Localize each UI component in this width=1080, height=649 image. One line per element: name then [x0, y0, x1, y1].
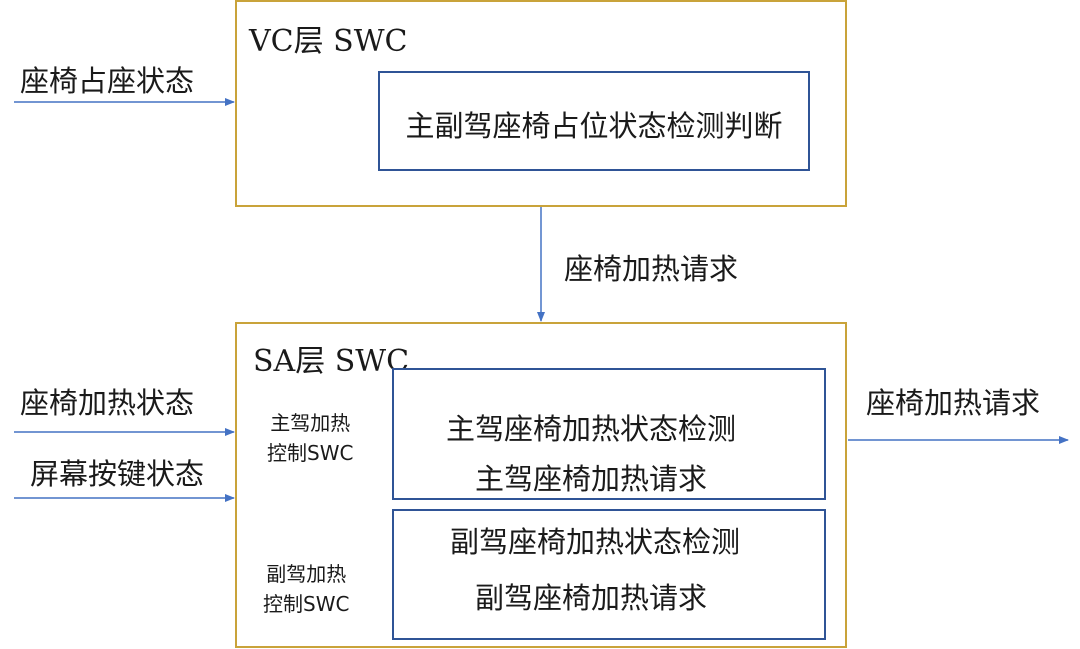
sa-input-1-label: 座椅加热状态 — [20, 386, 195, 420]
vc-occupancy-module: 主副驾座椅占位状态检测判断 — [378, 71, 810, 171]
vc-layer-title: VC层 SWC — [249, 24, 408, 59]
co-heat-module: 副驾座椅加热状态检测 副驾座椅加热请求 — [392, 509, 826, 640]
sa-output-label: 座椅加热请求 — [866, 386, 1041, 420]
main-heat-module: 主驾座椅加热状态检测 主驾座椅加热请求 — [392, 368, 826, 500]
vc-input-label: 座椅占座状态 — [20, 64, 195, 98]
co-heat-request: 副驾座椅加热请求 — [474, 581, 707, 615]
main-heat-control-swc-name: 主驾加热 控制SWC — [267, 411, 354, 465]
vc-occupancy-label: 主副驾座椅占位状态检测判断 — [405, 109, 783, 143]
sa-input-2-label: 屏幕按键状态 — [30, 457, 205, 491]
co-heat-status-detect: 副驾座椅加热状态检测 — [449, 525, 740, 559]
vc-to-sa-label: 座椅加热请求 — [564, 252, 739, 286]
main-heat-status-detect: 主驾座椅加热状态检测 — [445, 412, 736, 446]
vc-layer-box: VC层 SWC 主副驾座椅占位状态检测判断 — [235, 0, 847, 207]
main-heat-request: 主驾座椅加热请求 — [474, 462, 707, 496]
co-heat-control-swc-name: 副驾加热 控制SWC — [263, 562, 350, 616]
sa-layer-box: SA层 SWC 主驾加热 控制SWC 主驾座椅加热状态检测 主驾座椅加热请求 副… — [235, 322, 847, 648]
sa-layer-title: SA层 SWC — [253, 344, 410, 379]
